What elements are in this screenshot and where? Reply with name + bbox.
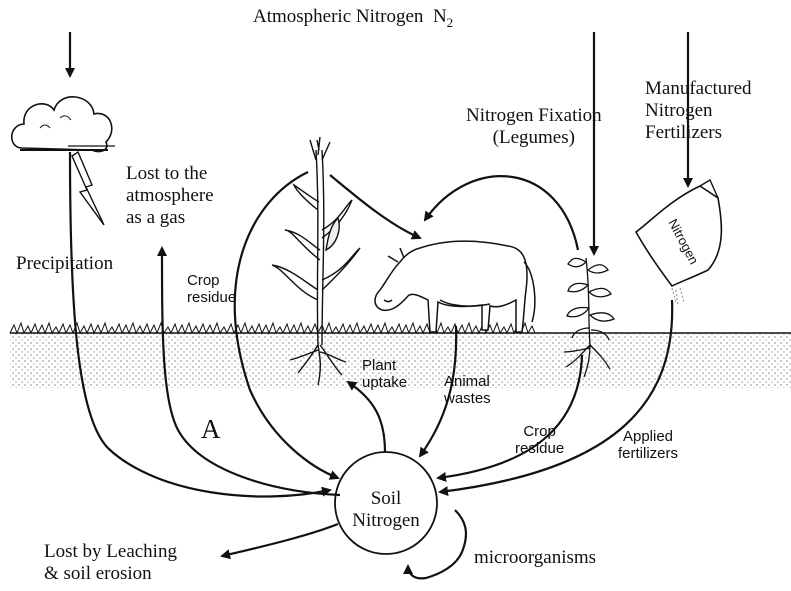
label-nitrogen-fixation: Nitrogen Fixation (Legumes) xyxy=(466,105,602,149)
label-crop-residue-bottom: Crop residue xyxy=(515,423,564,458)
title-subscript: 2 xyxy=(447,15,454,30)
cloud-icon xyxy=(12,97,115,152)
label-microorganisms: microorganisms xyxy=(474,547,596,569)
label-plant-uptake: Plant uptake xyxy=(362,357,407,392)
label-lost-to-atmosphere: Lost to the atmosphere as a gas xyxy=(126,163,214,229)
label-soil-nitrogen: Soil Nitrogen xyxy=(345,488,427,532)
arrow-plant-uptake xyxy=(348,382,385,452)
title-text: Atmospheric Nitrogen xyxy=(253,6,423,27)
arrow-corn-to-cow xyxy=(330,175,420,238)
label-animal-wastes: Animal wastes xyxy=(444,373,491,408)
title-formula: N xyxy=(433,6,447,27)
label-marker-a: A xyxy=(201,414,221,445)
label-leaching: Lost by Leaching & soil erosion xyxy=(44,541,177,585)
label-manufactured-fertilizers: Manufactured Nitrogen Fertilizers xyxy=(645,78,752,144)
label-crop-residue-top: Crop residue xyxy=(187,272,236,307)
arrow-leaching xyxy=(222,524,338,556)
label-applied-fertilizers: Applied fertilizers xyxy=(618,428,678,463)
label-precipitation: Precipitation xyxy=(16,253,113,275)
diagram-title: Atmospheric Nitrogen N2 xyxy=(253,6,453,31)
fertilizer-bag-icon: Nitrogen xyxy=(636,180,721,306)
cow-icon xyxy=(375,241,535,332)
arrow-fixation-to-cow xyxy=(425,176,578,250)
lightning-icon xyxy=(72,152,104,225)
